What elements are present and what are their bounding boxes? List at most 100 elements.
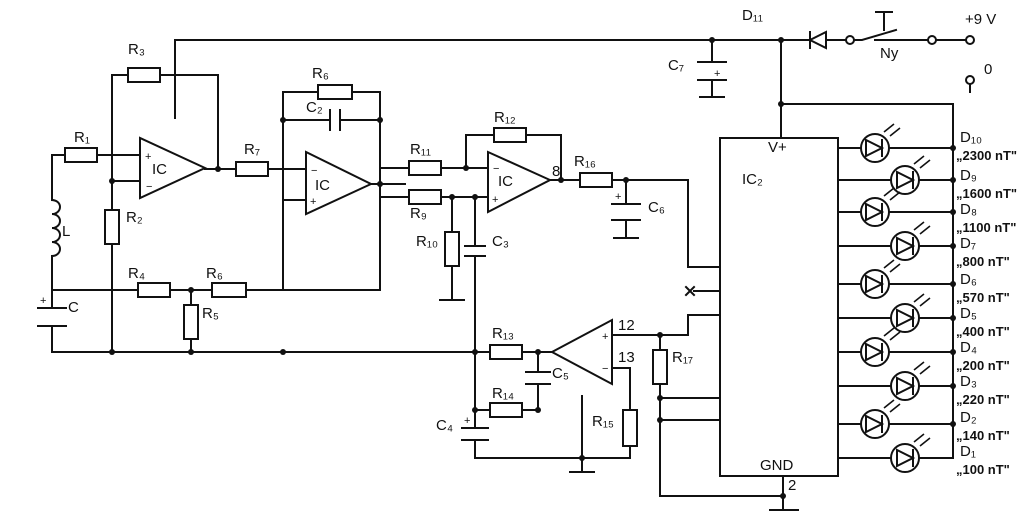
svg-text:−: − [311, 165, 317, 177]
label-C: C [68, 299, 79, 316]
svg-text:+: + [310, 196, 316, 208]
label-R9: R₉ [410, 205, 427, 222]
capacitor-C6: + [611, 191, 641, 221]
resistor-R4 [137, 282, 171, 298]
capacitor-C: + [37, 295, 67, 327]
label-R2: R₂ [126, 209, 143, 226]
led-D8 [860, 197, 890, 227]
resistor-R5 [183, 304, 199, 340]
label-R12: R₁₂ [494, 109, 516, 126]
wires [51, 39, 967, 511]
label-R3: R₃ [128, 41, 145, 58]
capacitor-C5 [525, 371, 551, 385]
diode-D11 [807, 30, 855, 50]
label-opamp3: IC [498, 173, 513, 190]
led-name: D₄ [960, 339, 977, 356]
opamp-4: + − [549, 318, 613, 386]
svg-text:+: + [714, 68, 720, 80]
label-supply-zero: 0 [984, 61, 992, 78]
resistor-R1 [64, 147, 98, 163]
label-R6-upper: R₆ [312, 65, 329, 82]
resistor-R15 [622, 409, 638, 447]
led-name: D₅ [960, 305, 977, 322]
led-value: „220 nT" [956, 392, 1010, 407]
label-R13: R₁₃ [492, 325, 514, 342]
resistor-R7 [235, 161, 269, 177]
led-name: D₃ [960, 373, 977, 390]
led-D3 [890, 371, 920, 401]
no-connect-mark [684, 285, 721, 297]
terminal-plus9v [965, 35, 975, 45]
led-D2 [860, 409, 890, 439]
led-value: „1100 nT" [956, 220, 1016, 235]
label-R5: R₅ [202, 305, 219, 322]
led-value: „140 nT" [956, 428, 1010, 443]
resistor-R6-lower [211, 282, 247, 298]
label-supply-plus: +9 V [965, 11, 996, 28]
led-D7 [890, 231, 920, 261]
resistor-R16 [579, 172, 613, 188]
led-name: D₈ [960, 201, 977, 218]
resistor-R10 [444, 231, 460, 267]
led-array [860, 123, 931, 473]
led-name: D₉ [960, 167, 977, 184]
resistor-R2 [104, 209, 120, 245]
label-R16: R₁₆ [574, 153, 596, 170]
opamp-1: + − [139, 136, 208, 200]
labels: IC IC IC IC₂ V+ GND 8 12 13 2 +9 V 0 Ny … [62, 7, 996, 494]
led-D1 [890, 443, 920, 473]
label-R10: R₁₀ [416, 233, 438, 250]
led-value: „2300 nT" [956, 148, 1017, 163]
led-value: „400 nT" [956, 324, 1010, 339]
led-labels: D₁₀ „2300 nT" D₉ „1600 nT" D₈ „1100 nT" … [956, 129, 1017, 477]
label-pin13: 13 [618, 349, 635, 366]
svg-text:−: − [493, 163, 499, 175]
svg-text:−: − [602, 363, 608, 375]
svg-text:+: + [145, 151, 151, 163]
svg-text:+: + [602, 331, 608, 343]
led-D5 [890, 303, 920, 333]
label-C4: C₄ [436, 417, 453, 434]
led-name: D₆ [960, 271, 977, 288]
opamp-3: − + [487, 150, 553, 214]
resistor-R12 [493, 127, 527, 143]
led-name: D₂ [960, 409, 977, 426]
label-opamp2: IC [315, 177, 330, 194]
svg-text:+: + [615, 191, 621, 203]
led-value: „100 nT" [956, 462, 1010, 477]
led-value: „570 nT" [956, 290, 1010, 305]
led-D10 [860, 133, 890, 163]
led-name: D₇ [960, 235, 976, 252]
terminal-zero [965, 75, 975, 85]
svg-text:+: + [492, 194, 498, 206]
label-ic2-vplus: V+ [768, 139, 787, 156]
led-D9 [890, 165, 920, 195]
label-R6-lower: R₆ [206, 265, 223, 282]
label-R11: R₁₁ [410, 141, 431, 158]
label-R1: R₁ [74, 129, 90, 146]
label-R17: R₁₇ [672, 349, 693, 366]
opamp-2: − + [305, 150, 374, 216]
resistor-R14 [489, 402, 523, 418]
led-D4 [860, 337, 890, 367]
label-pin12: 12 [618, 317, 635, 334]
led-name: D₁ [960, 443, 976, 460]
label-D11: D₁₁ [742, 7, 763, 24]
resistor-R13 [489, 344, 523, 360]
inductor-L [50, 198, 61, 261]
label-R15: R₁₅ [592, 413, 614, 430]
led-D6 [860, 269, 890, 299]
resistor-R9 [408, 189, 442, 205]
label-ic2-gnd: GND [760, 457, 794, 474]
svg-text:−: − [146, 181, 152, 193]
label-ic2: IC₂ [742, 171, 763, 188]
svg-text:+: + [464, 415, 470, 427]
ic2-box [719, 137, 839, 477]
label-switch: Ny [880, 45, 899, 62]
led-value: „800 nT" [956, 254, 1010, 269]
led-value: „1600 nT" [956, 186, 1017, 201]
switch-Ny [853, 11, 937, 45]
resistor-R11 [408, 160, 442, 176]
label-C7: C₇ [668, 57, 684, 74]
label-pin2: 2 [788, 477, 796, 494]
